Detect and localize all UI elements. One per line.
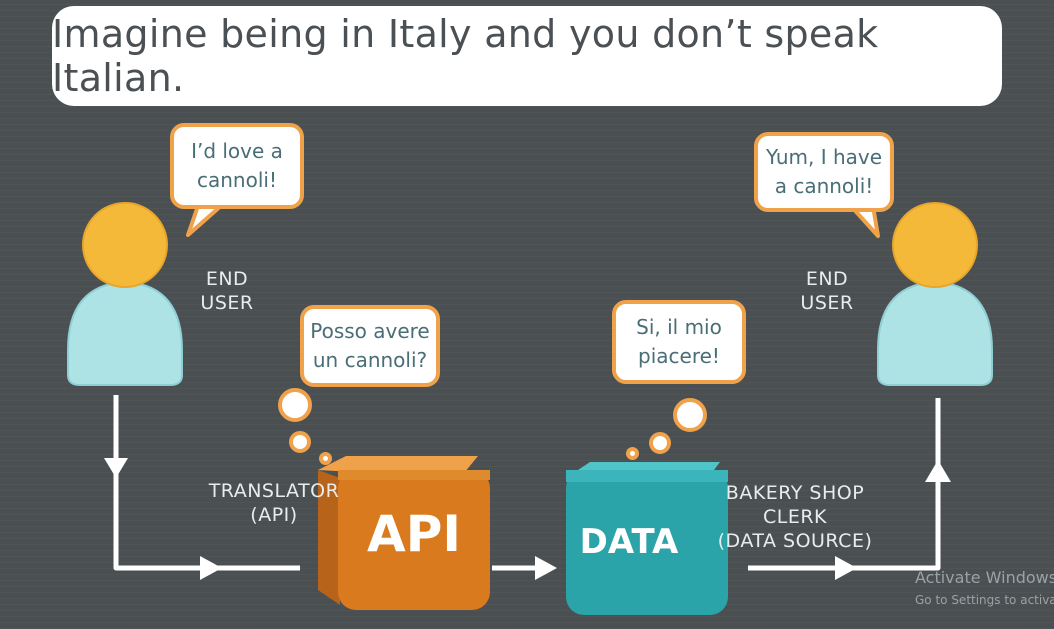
label-line: CLERK xyxy=(762,506,828,528)
right-end-user-figure xyxy=(877,202,993,386)
thought-dot xyxy=(278,388,312,422)
api-box-label: API xyxy=(367,505,461,563)
label-line: END xyxy=(805,268,849,290)
label-line: TRANSLATOR xyxy=(208,480,340,502)
bubble-line: a cannoli! xyxy=(774,174,874,198)
speech-bubble-right-user: Yum, I have a cannoli! xyxy=(754,132,894,212)
label-line: (DATA SOURCE) xyxy=(717,530,873,552)
translator-label: TRANSLATOR (API) xyxy=(196,479,352,527)
data-box-label: DATA xyxy=(579,522,679,562)
left-end-user-figure xyxy=(67,202,183,386)
data-box xyxy=(566,462,728,615)
bubble-line: cannoli! xyxy=(197,168,277,192)
watermark-line2: Go to Settings to activate Windows. xyxy=(915,593,1054,607)
label-line: USER xyxy=(200,292,254,314)
flow-arrow-user-to-api xyxy=(104,395,300,580)
title-banner: Imagine being in Italy and you don’t spe… xyxy=(52,6,1002,106)
diagram-title: Imagine being in Italy and you don’t spe… xyxy=(52,12,879,100)
speech-bubble-left-user: I’d love a cannoli! xyxy=(170,123,304,209)
bubble-line: Posso avere xyxy=(310,319,430,343)
watermark-line1: Activate Windows xyxy=(915,568,1054,587)
bubble-line: Yum, I have xyxy=(765,145,883,169)
api-box xyxy=(318,456,490,610)
bubble-line: Si, il mio xyxy=(636,315,722,339)
thought-dot xyxy=(649,432,671,454)
end-user-left-label: END USER xyxy=(196,267,258,315)
activation-watermark: Activate Windows Go to Settings to activ… xyxy=(905,560,1054,620)
flow-arrow-api-to-data xyxy=(492,556,557,580)
thought-bubble-data: Si, il mio piacere! xyxy=(612,300,746,384)
label-line: USER xyxy=(800,292,854,314)
bakery-clerk-label: BAKERY SHOP CLERK (DATA SOURCE) xyxy=(700,481,890,553)
end-user-right-label: END USER xyxy=(796,267,858,315)
label-line: END xyxy=(205,268,249,290)
thought-dot xyxy=(673,398,707,432)
label-line: BAKERY SHOP xyxy=(725,482,865,504)
thought-dot xyxy=(319,452,332,465)
bubble-line: I’d love a xyxy=(191,139,283,163)
flow-arrow-data-to-user xyxy=(748,398,951,580)
label-line: (API) xyxy=(250,504,298,526)
bubble-line: un cannoli? xyxy=(312,348,428,372)
thought-bubble-api: Posso avere un cannoli? xyxy=(300,305,440,387)
bubble-line: piacere! xyxy=(638,344,720,368)
thought-dot xyxy=(289,431,311,453)
thought-dot xyxy=(626,447,639,460)
